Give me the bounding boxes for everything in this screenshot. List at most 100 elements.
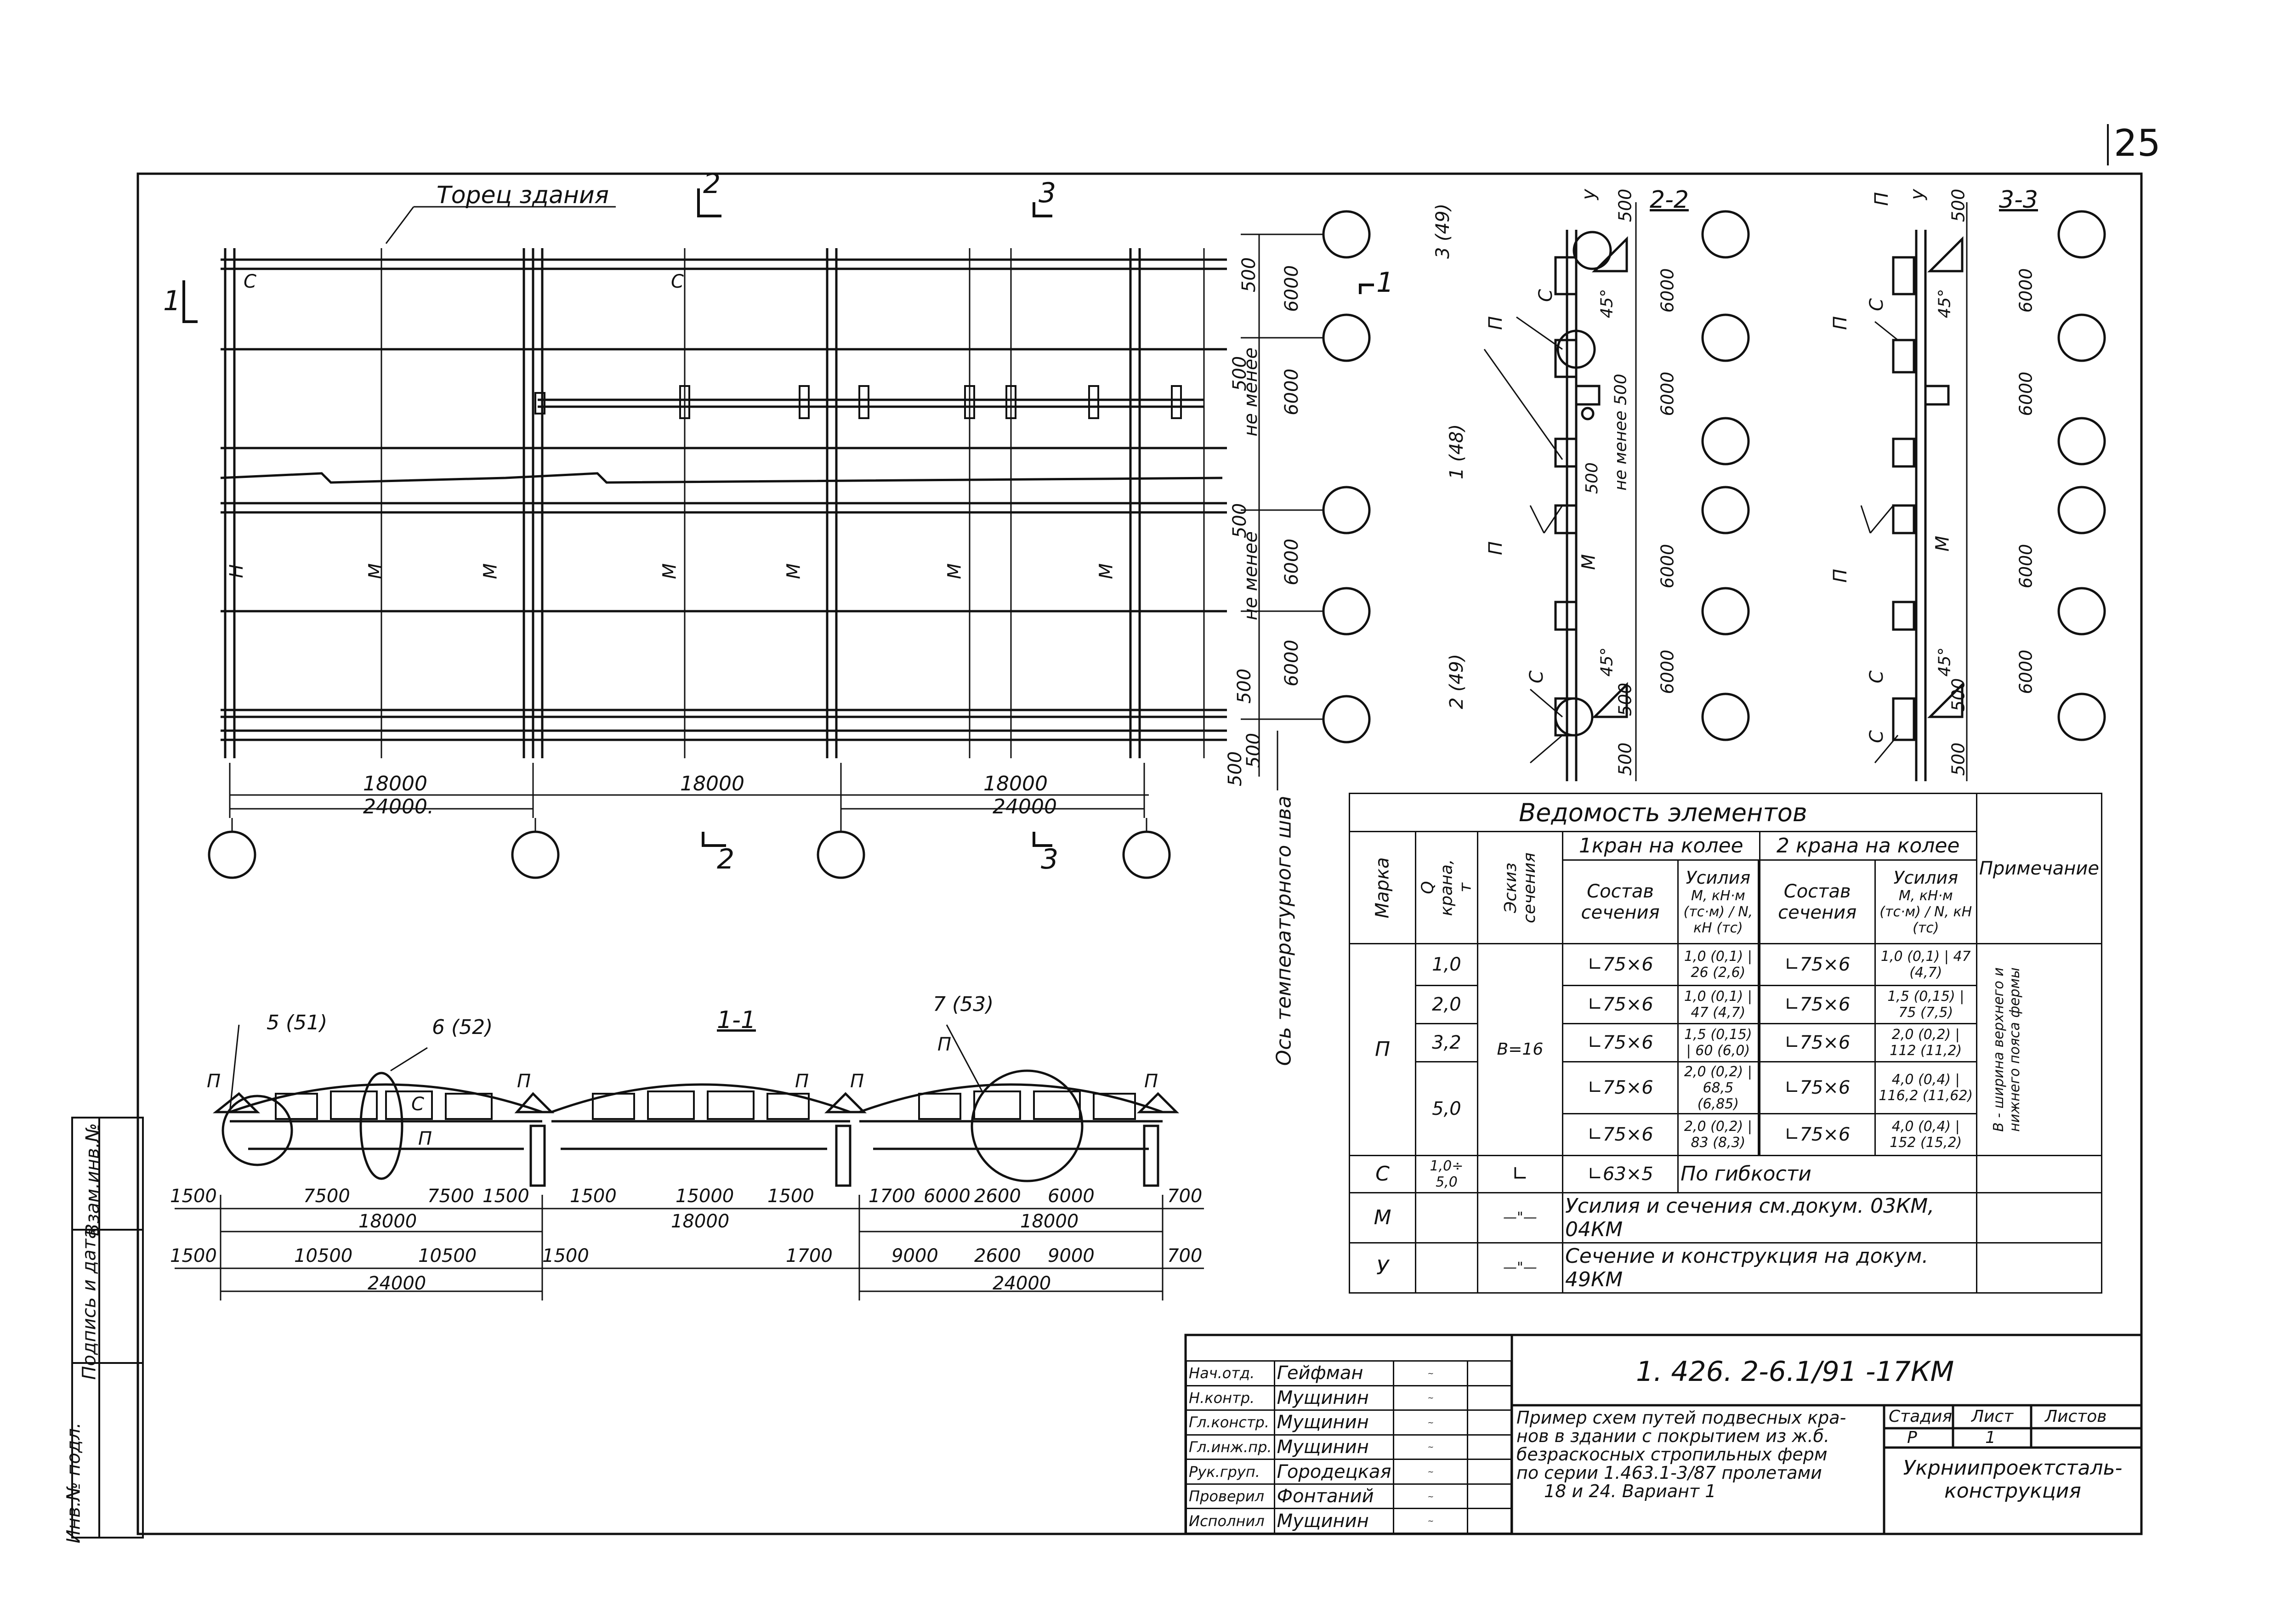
schedule-c-q: 1,0÷ 5,0 (1415, 1154, 1478, 1193)
schedule-force: 2,0 (0,2) | 112 (11,2) (1874, 1023, 1977, 1063)
schedule-forces-1: Усилия М, кН·м (тс·м) / N, кН (тс) (1677, 859, 1759, 944)
schedule-force: 4,0 (0,4) | 152 (15,2) (1874, 1113, 1977, 1156)
plan-member-mark-c-2: С (671, 271, 684, 292)
schedule-spacer (1757, 1061, 1760, 1114)
section-3-3-label-c1: С (1866, 298, 1887, 311)
staff-role: Гл.констр. (1186, 1409, 1275, 1436)
section-2-2-dim-not-less: не менее 500 (1611, 374, 1630, 491)
staff-date (1467, 1434, 1512, 1460)
schedule-m: 1,0 (0,1) (1684, 988, 1743, 1005)
schedule-q-header-text: Q крана, т (1418, 859, 1475, 916)
schedule-m: 4,0 (0,4) (1891, 1072, 1951, 1088)
staff-signature: ∼ (1393, 1409, 1469, 1436)
section-1-1-row2-10500-b: 10500 (418, 1245, 477, 1266)
staff-name: Гейфман (1273, 1360, 1395, 1386)
table-row: П 1,0 В=16 ∟75×6 1,0 (0,1) | 26 (2,6) ∟7… (1348, 943, 2103, 1156)
section-1-1-row1-6000-a: 6000 (924, 1186, 971, 1207)
title-block-staff: Нач.отд.Гейфман∼ Н.контр.Мущинин∼ Гл.кон… (1186, 1360, 1512, 1534)
section-1-1-label-p6: П (1144, 1071, 1158, 1092)
schedule-u-sketch: —"— (1476, 1242, 1563, 1294)
staff-role: Нач.отд. (1186, 1360, 1275, 1386)
section-1-1 (175, 1024, 1204, 1300)
schedule-n: 112 (11,2) (1890, 1043, 1962, 1059)
section-3-3 (1860, 202, 2106, 781)
plan-end-label: Торец здания (437, 182, 609, 209)
schedule-mark-header: Марка (1348, 831, 1417, 944)
section-2-2-label-c2: С (1526, 670, 1547, 683)
section-2-2-dim-500-d: 500 (1582, 462, 1601, 494)
stage-label: Стадия (1889, 1407, 1953, 1426)
schedule-composition-1: Состав сечения (1561, 859, 1679, 944)
schedule-forces-2-label: Усилия (1893, 868, 1959, 888)
section-1-1-row2-1500-a: 1500 (170, 1245, 217, 1266)
section-3-3-label-u: у (1906, 189, 1928, 200)
schedule-forces-2: Усилия М, кН·м (тс·м) / N, кН (тс) (1874, 859, 1977, 944)
section-3-3-title: 3-3 (1999, 186, 2038, 214)
section-1-1-title: 1-1 (717, 1006, 756, 1034)
schedule-c-sketch: ∟ (1476, 1154, 1563, 1193)
section-2-2-dim-6000-a: 6000 (1657, 268, 1678, 313)
schedule-spacer (1757, 985, 1760, 1025)
section-2-2-dim-500-a: 500 (1615, 188, 1635, 222)
section-3-3-angle-1: 45° (1935, 289, 1954, 318)
section-2-2-title: 2-2 (1650, 186, 1689, 214)
schedule-m: 1,0 (0,1) (1880, 948, 1940, 965)
schedule-m-q (1415, 1192, 1478, 1244)
section-1-1-row1-700: 700 (1167, 1186, 1203, 1207)
schedule-force: 2,0 (0,2) | 68,5 (6,85) (1677, 1061, 1759, 1114)
description-line: Пример схем путей подвесных кра- (1516, 1408, 1846, 1428)
schedule-forces-1-label: Усилия (1686, 868, 1751, 888)
plan-dim-not-less-a: не менее (1240, 347, 1261, 437)
staff-name: Фонтаний (1273, 1483, 1395, 1510)
plan-dim-6000-a: 6000 (1281, 265, 1302, 312)
page-number: 25 (2114, 122, 2161, 165)
schedule-n1-unit: N, кН (тс) (1693, 904, 1753, 937)
schedule-m: 1,0 (0,1) (1684, 948, 1743, 965)
plan-member-mark-m-1: М (365, 563, 386, 579)
section-3-3-dim-500-b: 500 (1948, 678, 1969, 712)
schedule-m: 1,5 (0,15) (1684, 1027, 1752, 1043)
section-1-1-row1-1700: 1700 (869, 1186, 915, 1207)
schedule-force: 2,0 (0,2) | 83 (8,3) (1677, 1113, 1759, 1156)
schedule-n: 75 (7,5) (1898, 1005, 1953, 1021)
staff-role: Проверил (1186, 1483, 1275, 1510)
schedule-sketch-header-text: Эскиз сечения (1501, 852, 1539, 923)
section-3-3-label-p2: П (1830, 316, 1851, 330)
section-1-1-row2-700: 700 (1167, 1245, 1203, 1266)
plan-axis-label: Ось температурного шва (1272, 795, 1296, 1066)
plan-dim-6000-b: 6000 (1281, 369, 1302, 415)
schedule-force: 4,0 (0,4) | 116,2 (11,62) (1874, 1061, 1977, 1114)
table-row: 5,0 ∟75×6 2,0 (0,2) | 68,5 (6,85) ∟75×6 … (1350, 1061, 2102, 1156)
schedule-m: 1,5 (0,15) (1887, 988, 1955, 1005)
section-1-1-row1-15000: 15000 (676, 1186, 734, 1207)
section-2-2-dim-500-c: 500 (1615, 742, 1635, 776)
section-3-3-dim-6000-b: 6000 (2015, 371, 2036, 416)
sheet-value: 1 (1985, 1428, 1996, 1447)
plan-member-mark-m-3: М (659, 563, 681, 579)
schedule-section: ∟75×6 (1561, 943, 1679, 987)
section-3-3-dim-500-a: 500 (1948, 188, 1969, 222)
section-1-1-row1-1500-b: 1500 (483, 1186, 529, 1207)
staff-role: Исполнил (1186, 1508, 1275, 1534)
staff-signature: ∼ (1393, 1360, 1469, 1386)
section-2-2-label-p1: П (1485, 316, 1507, 330)
section-2-2-dim-6000-c: 6000 (1657, 544, 1678, 589)
schedule-section: ∟75×6 (1561, 1061, 1679, 1114)
table-row: М —"— Усилия и сечения см.докум. 03КМ, 0… (1348, 1192, 2103, 1244)
section-1-1-row1-1500-a: 1500 (170, 1186, 217, 1207)
schedule-c-section: ∟63×5 (1561, 1154, 1679, 1193)
section-1-1-callout-7: 7 (53) (933, 993, 994, 1016)
section-1-1-label-p3: П (795, 1071, 809, 1092)
plan-section-mark-2-bottom: 2 (717, 843, 735, 875)
section-1-1-label-p7: П (418, 1128, 432, 1149)
staff-name: Мущинин (1273, 1385, 1395, 1411)
staff-name: Мущинин (1273, 1434, 1395, 1460)
section-1-1-row2-total-a: 24000 (368, 1273, 426, 1294)
staff-date (1467, 1508, 1512, 1534)
plan-member-mark-h: Н (226, 564, 248, 579)
schedule-section: ∟75×6 (1759, 985, 1876, 1025)
sheet-label: Лист (1971, 1407, 2014, 1426)
section-1-1-callout-6: 6 (52) (432, 1016, 493, 1039)
schedule-section: ∟75×6 (1759, 1023, 1876, 1063)
staff-role: Н.контр. (1186, 1385, 1275, 1411)
